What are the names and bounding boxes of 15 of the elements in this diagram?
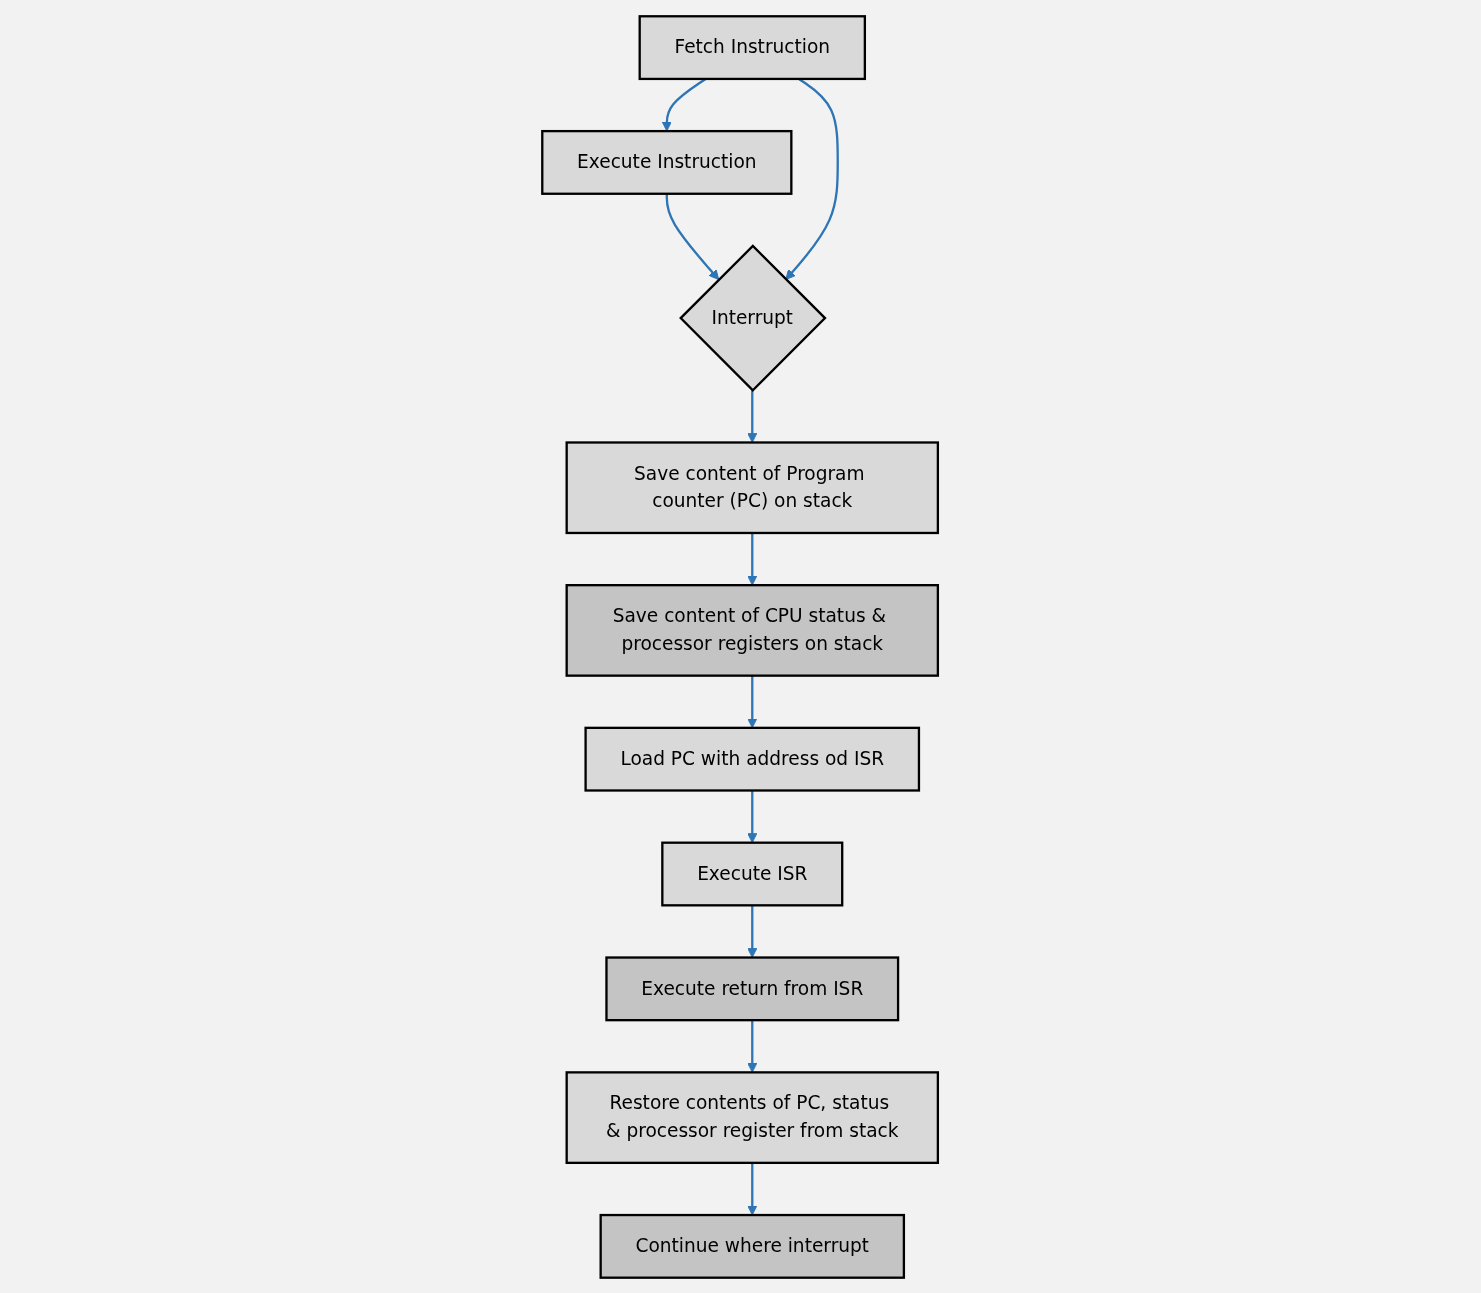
- arrow: [747, 675, 758, 728]
- node-box: Continue where interrupt: [599, 1213, 906, 1279]
- node-box: Execute Instruction: [541, 129, 793, 195]
- node-box: Save content of Program counter (PC) on stack: [565, 440, 940, 534]
- arrow: [666, 193, 720, 280]
- arrow: [747, 790, 758, 843]
- node-box: Save content of CPU status & processor registers on stack: [565, 583, 940, 677]
- node-box: Restore contents of PC, status & processor register from stack: [565, 1070, 940, 1164]
- node-box: Load PC with address od ISR: [584, 726, 921, 792]
- arrow: [747, 389, 758, 443]
- arrow: [747, 904, 758, 958]
- node-box: Fetch Instruction: [638, 14, 867, 80]
- node-box: Execute return from ISR: [605, 955, 900, 1021]
- node-box: Execute ISR: [661, 841, 844, 906]
- node-diamond: Interrupt: [679, 243, 828, 392]
